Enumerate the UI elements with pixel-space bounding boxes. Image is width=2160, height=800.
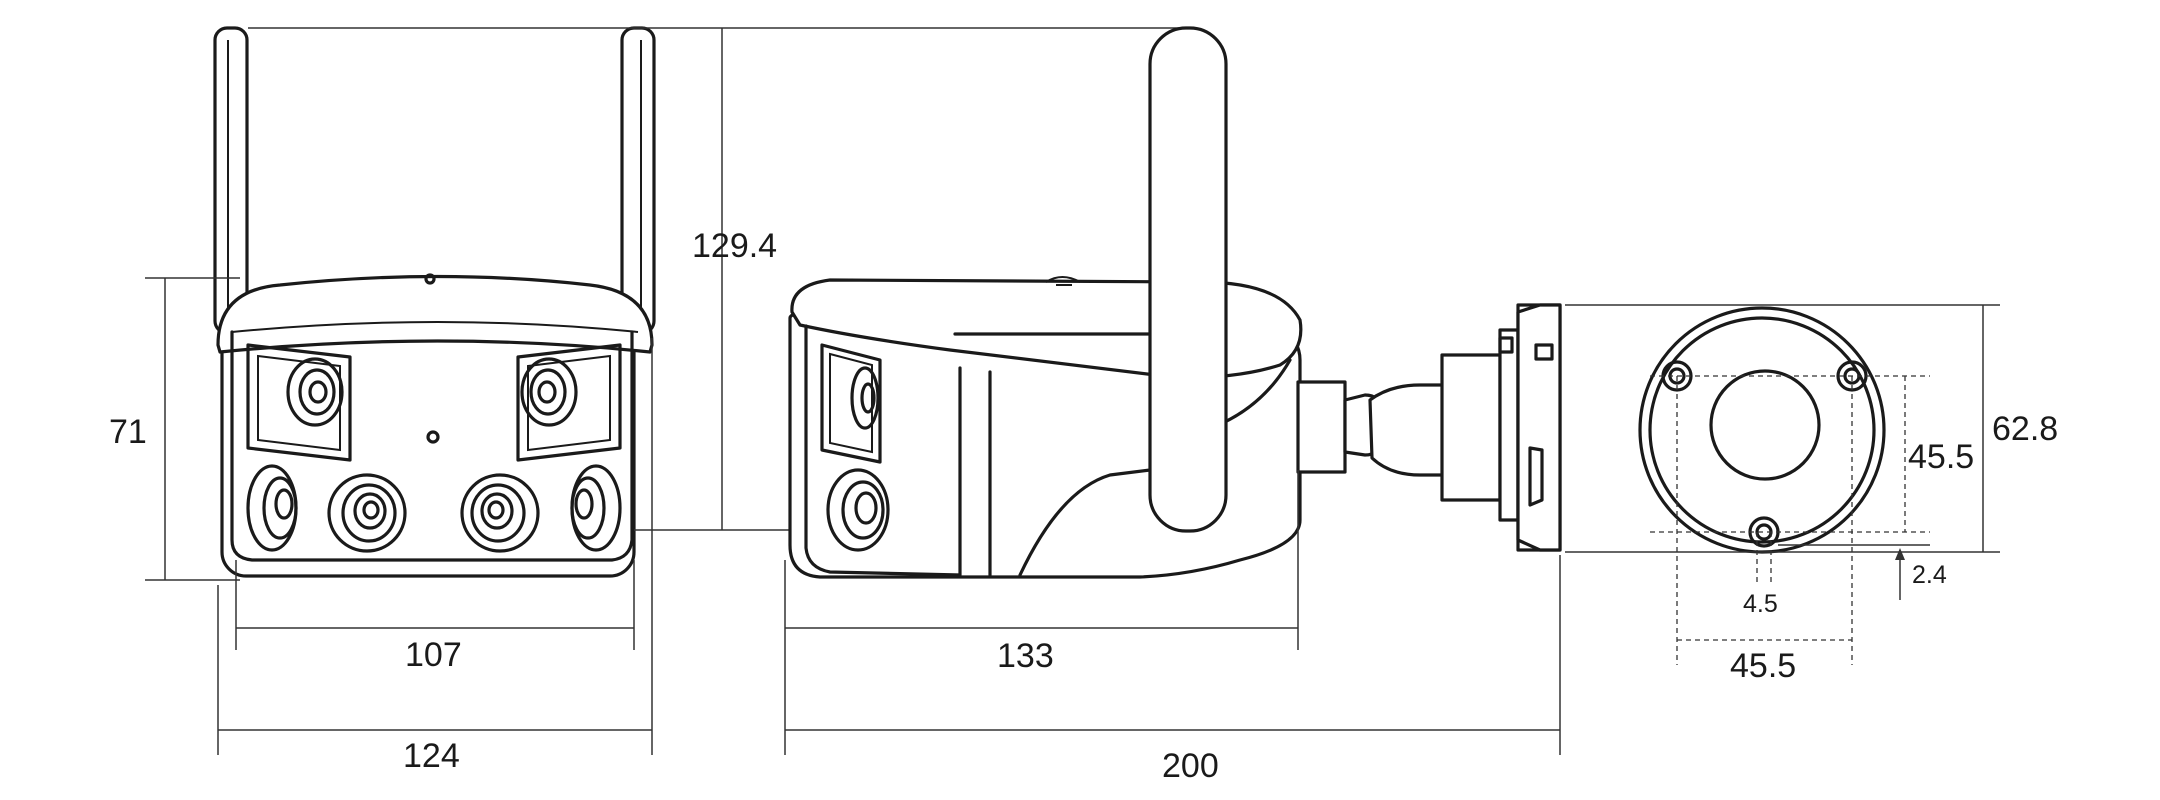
side-mount-bracket [1296,303,1562,552]
dimension-labels: 129.4 71 107 124 133 200 62.8 45.5 45.5 … [109,227,2058,785]
front-lower-lenses [246,464,622,553]
label-front-body-width: 107 [405,636,462,674]
base-plate-center-hole [1709,369,1821,481]
label-hole-offset: 2.4 [1912,561,1947,589]
front-left-antenna [213,26,249,335]
base-plate-guides [1650,375,1930,665]
label-body-height: 71 [109,413,147,451]
base-plate-view [1565,304,2000,665]
side-lower-lens [826,468,890,552]
label-side-overall-length: 200 [1162,747,1219,785]
label-side-body-length: 133 [997,637,1054,675]
label-hole-spacing-horizontal: 45.5 [1730,647,1796,685]
side-dimension-lines [784,470,1561,755]
front-mic-hole [426,430,440,444]
front-hood [216,274,654,354]
front-upper-right-lens [516,343,622,462]
side-face [804,324,962,577]
front-view [145,26,1195,755]
side-antenna [1148,26,1228,533]
label-hole-diameter: 4.5 [1743,590,1778,618]
side-upper-lens [820,343,882,464]
front-upper-left-lens [246,343,352,462]
base-plate-inner [1648,316,1876,544]
front-right-antenna [620,26,656,335]
label-total-height: 129.4 [692,227,777,265]
side-view [784,26,1562,755]
base-plate-dimension-lines [1565,304,2000,600]
label-base-plate-height: 62.8 [1992,410,2058,448]
front-face-panel [230,330,634,562]
label-front-overall-width: 124 [403,737,460,775]
label-hole-spacing-vertical: 45.5 [1908,438,1974,476]
